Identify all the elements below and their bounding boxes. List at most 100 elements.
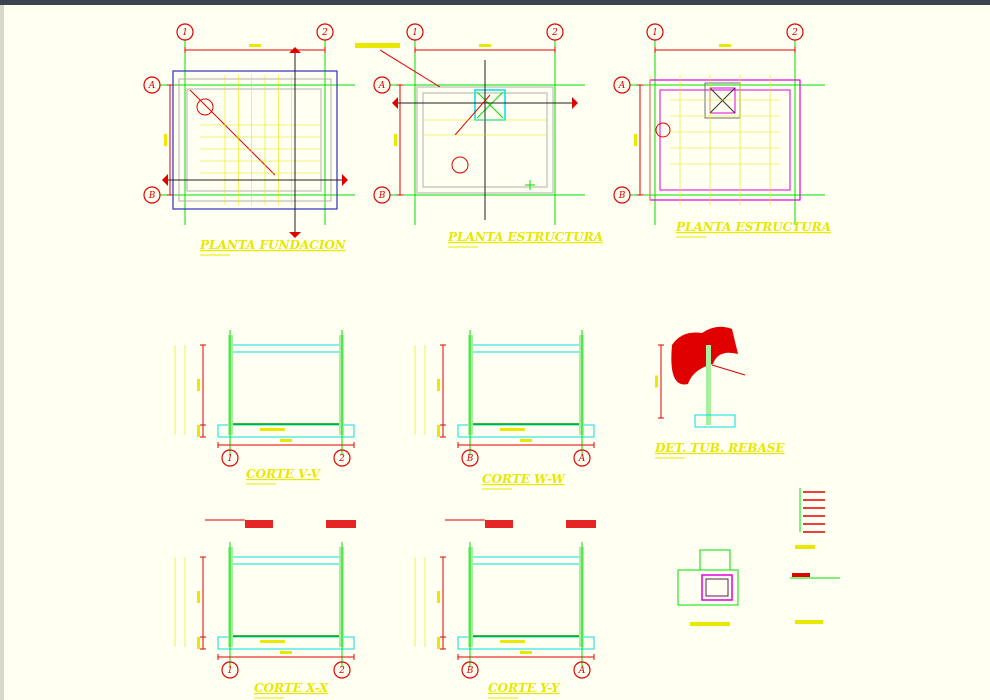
axis-bubble <box>573 449 591 467</box>
dimension-text <box>437 425 440 437</box>
axis-label: B <box>466 454 474 464</box>
plan-view: 1 2A B <box>355 23 585 225</box>
foundation-slab <box>694 414 736 428</box>
axis-label: 1 <box>227 454 233 464</box>
manhole-dim <box>699 549 731 571</box>
window-left-border <box>0 5 4 700</box>
dimension-text <box>520 651 532 654</box>
axis-bubble <box>546 23 564 41</box>
axis-label: B <box>378 191 386 201</box>
dimension-text <box>479 44 491 47</box>
axis-label: 2 <box>338 454 345 464</box>
dimension-text <box>394 134 397 146</box>
axis-label: 2 <box>321 28 328 38</box>
dimension-text <box>280 651 292 654</box>
slab-inner <box>659 89 791 191</box>
axis-bubble <box>786 23 804 41</box>
axis-bubble <box>333 661 351 679</box>
detail-label <box>795 545 815 549</box>
detail-label <box>795 620 823 624</box>
dimension-text <box>437 379 440 391</box>
view-title: CORTE W-W <box>482 472 566 486</box>
axis-bubble <box>221 661 239 679</box>
window-title-bar <box>0 0 990 5</box>
axis-bubble <box>461 661 479 679</box>
dimension-text <box>249 44 261 47</box>
dimension-text <box>520 439 532 442</box>
axis-bubble <box>316 23 334 41</box>
axis-bubble <box>406 23 424 41</box>
axis-label: 1 <box>227 666 233 676</box>
callout-text <box>355 43 400 48</box>
soil-hatch <box>566 520 596 528</box>
slab-inner <box>186 88 322 192</box>
axis-bubble <box>646 23 664 41</box>
slab-label <box>500 640 525 643</box>
axis-bubble <box>333 449 351 467</box>
soil-hatch <box>245 520 273 528</box>
axis-bubble <box>221 449 239 467</box>
foundation-slab <box>217 424 355 438</box>
leader-line <box>711 364 746 376</box>
axis-label: A <box>578 666 586 676</box>
axis-bubble <box>143 186 161 204</box>
axis-label: A <box>148 81 156 91</box>
axis-label: B <box>466 666 474 676</box>
slab-label <box>260 640 285 643</box>
axis-bubble <box>461 449 479 467</box>
manhole-x <box>476 91 504 119</box>
cut-line <box>189 89 276 176</box>
axis-label: 1 <box>412 28 418 38</box>
axis-bubble <box>613 186 631 204</box>
axis-bubble <box>176 23 194 41</box>
view-title: CORTE Y-Y <box>488 681 561 695</box>
slab-label <box>500 428 525 431</box>
line <box>709 87 736 114</box>
axis-label: 2 <box>551 28 558 38</box>
top-slab <box>469 344 583 353</box>
axis-bubble <box>143 76 161 94</box>
foundation-slab <box>217 636 355 650</box>
foundation-slab <box>457 636 595 650</box>
axis-label: B <box>148 191 156 201</box>
view-title: PLANTA ESTRUCTURA <box>447 230 603 244</box>
top-slab <box>229 344 343 353</box>
foundation-slab <box>457 424 595 438</box>
pipe-wall <box>706 345 711 425</box>
dimension-text <box>197 637 200 649</box>
leader-line <box>454 94 491 136</box>
soil-hatch <box>326 520 356 528</box>
drain-symbol <box>451 156 469 174</box>
soil-hatch <box>671 326 738 385</box>
top-slab <box>229 556 343 565</box>
view-title: PLANTA ESTRUCTURA <box>675 220 831 234</box>
axis-label: A <box>378 81 386 91</box>
footing-outline <box>172 70 338 210</box>
view-title: CORTE V-V <box>246 467 322 481</box>
dimension-text <box>280 439 292 442</box>
soil-hatch <box>485 520 513 528</box>
axis-label: 2 <box>791 28 798 38</box>
dimension-text <box>197 591 200 603</box>
cover-detail <box>792 573 810 577</box>
small-details <box>677 488 840 626</box>
dimension-text <box>197 379 200 391</box>
dimension-text <box>634 134 637 146</box>
axis-bubble <box>373 186 391 204</box>
slab-edge <box>178 78 332 202</box>
manhole-inner <box>705 578 729 597</box>
axis-label: B <box>618 191 626 201</box>
dimension-text <box>164 134 167 146</box>
view-title: DET. TUB. REBASE <box>654 441 785 455</box>
dimension-text <box>437 591 440 603</box>
top-slab <box>469 556 583 565</box>
view-title: CORTE X-X <box>254 681 329 695</box>
drain-symbol <box>655 122 671 138</box>
